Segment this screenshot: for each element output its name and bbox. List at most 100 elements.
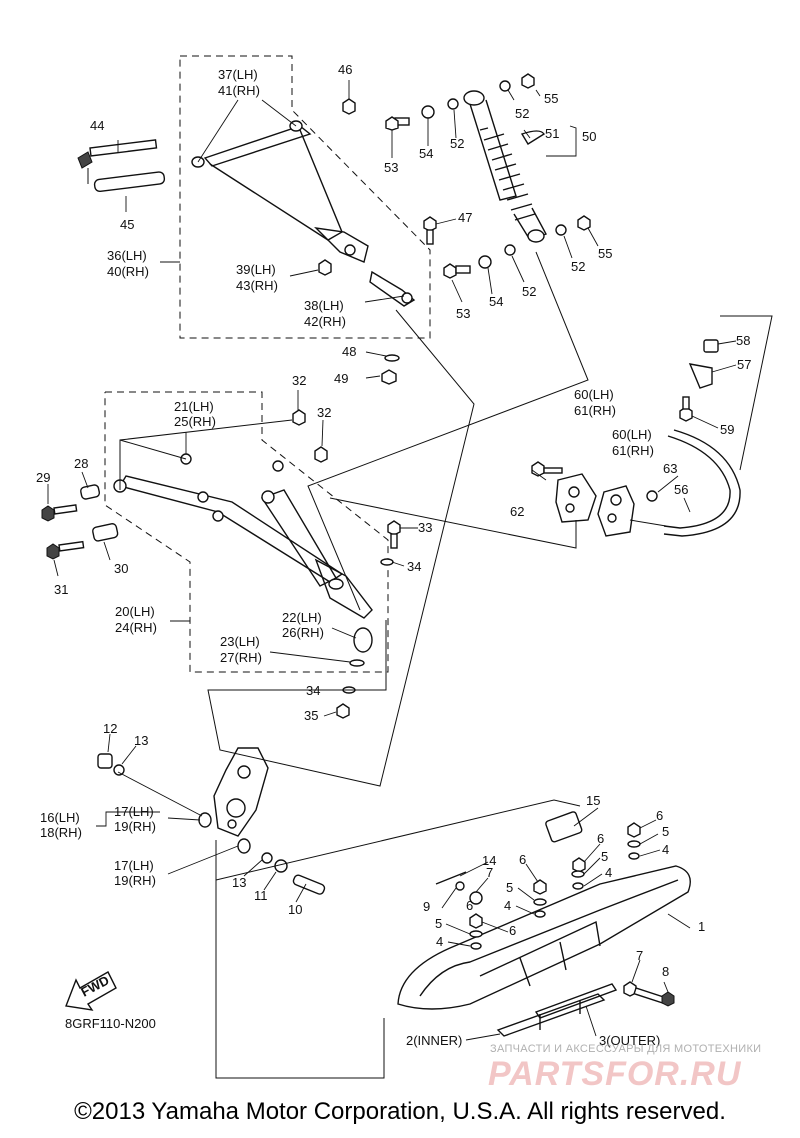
callout-53a: 53 xyxy=(384,160,398,175)
callout-29: 29 xyxy=(36,470,50,485)
callout-27: 27(RH) xyxy=(220,650,262,665)
spindle-16 xyxy=(213,747,269,837)
callout-35: 35 xyxy=(304,708,318,723)
bolt-33-washer-34 xyxy=(380,520,401,566)
callout-5d: 5 xyxy=(435,916,442,931)
callout-5a: 5 xyxy=(662,824,669,839)
callout-12: 12 xyxy=(103,721,117,736)
callout-34b: 34 xyxy=(306,683,320,698)
callout-55a: 55 xyxy=(544,91,558,106)
callout-3: 3(OUTER) xyxy=(599,1033,660,1048)
callout-32b: 32 xyxy=(317,405,331,420)
callout-21: 21(LH) xyxy=(174,399,214,414)
callout-61b: 61(RH) xyxy=(612,443,654,458)
callout-45: 45 xyxy=(120,217,134,232)
callout-28: 28 xyxy=(74,456,88,471)
callout-58: 58 xyxy=(736,333,750,348)
callout-6c: 6 xyxy=(519,852,526,867)
callout-57: 57 xyxy=(737,357,751,372)
callout-2: 2(INNER) xyxy=(406,1033,462,1048)
callout-62: 62 xyxy=(510,504,524,519)
diagram-code: 8GRF110-N200 xyxy=(65,1016,156,1031)
callout-43: 43(RH) xyxy=(236,278,278,293)
callout-8: 8 xyxy=(662,964,669,979)
callout-31: 31 xyxy=(54,582,68,597)
callout-53b: 53 xyxy=(456,306,470,321)
bolt-47 xyxy=(423,216,437,245)
shock-hardware-lower xyxy=(443,215,591,279)
callout-52c: 52 xyxy=(571,259,585,274)
callout-46: 46 xyxy=(338,62,352,77)
callout-5c: 5 xyxy=(506,880,513,895)
bolts-29-31 xyxy=(41,504,85,560)
callout-6d: 6 xyxy=(466,898,473,913)
callout-22: 22(LH) xyxy=(282,610,322,625)
callout-6a: 6 xyxy=(656,808,663,823)
callout-1: 1 xyxy=(698,919,705,934)
washer-48-nut-49 xyxy=(381,354,400,385)
callout-55b: 55 xyxy=(598,246,612,261)
brackets-60-61 xyxy=(531,461,658,537)
callout-4a: 4 xyxy=(662,842,669,857)
ski-hardware xyxy=(435,822,675,1007)
leader-lines xyxy=(47,80,737,1041)
callout-17a: 17(LH) xyxy=(114,804,154,819)
callout-49: 49 xyxy=(334,371,348,386)
ski-assembly xyxy=(397,811,691,1037)
upper-a-arm xyxy=(191,120,369,263)
collar-45 xyxy=(93,171,166,193)
callout-40: 40(RH) xyxy=(107,264,149,279)
callout-11: 11 xyxy=(254,888,268,903)
upper-arm-group-frame xyxy=(179,55,431,339)
ball-joint-22 xyxy=(336,627,373,719)
callout-26: 26(RH) xyxy=(282,625,324,640)
watermark-logo: PARTSFOR.RU xyxy=(488,1055,742,1093)
callout-13b: 13 xyxy=(232,875,246,890)
callout-52a: 52 xyxy=(515,106,529,121)
nut-46 xyxy=(342,98,356,115)
callout-50: 50 xyxy=(582,129,596,144)
callout-60b: 60(LH) xyxy=(612,427,652,442)
callout-30: 30 xyxy=(114,561,128,576)
callout-4d: 4 xyxy=(504,898,511,913)
callout-9: 9 xyxy=(423,899,430,914)
nuts-32 xyxy=(292,409,328,463)
callout-7a: 7 xyxy=(486,865,493,880)
callout-10: 10 xyxy=(288,902,302,917)
callout-60a: 60(LH) xyxy=(574,387,614,402)
callout-36: 36(LH) xyxy=(107,248,147,263)
bolt-44 xyxy=(77,139,158,169)
callout-labels: 1 2(INNER) 3(OUTER) 4 4 4 4 5 5 5 5 6 6 … xyxy=(36,62,751,1048)
callout-7b: 7 xyxy=(636,948,643,963)
lower-arm-group-frame xyxy=(104,391,389,673)
callout-18: 18(RH) xyxy=(40,825,82,840)
callout-56: 56 xyxy=(674,482,688,497)
callout-41: 41(RH) xyxy=(218,83,260,98)
callout-19b: 19(RH) xyxy=(114,873,156,888)
callout-44: 44 xyxy=(90,118,104,133)
callout-23: 23(LH) xyxy=(220,634,260,649)
bushings-28-30 xyxy=(80,484,119,542)
callout-37: 37(LH) xyxy=(218,67,258,82)
callout-54b: 54 xyxy=(489,294,503,309)
callout-25: 25(RH) xyxy=(174,414,216,429)
callout-59: 59 xyxy=(720,422,734,437)
callout-19a: 19(RH) xyxy=(114,819,156,834)
callout-16: 16(LH) xyxy=(40,810,80,825)
callout-4b: 4 xyxy=(605,865,612,880)
callout-33: 33 xyxy=(418,520,432,535)
callout-51: 51 xyxy=(545,126,559,141)
connection-lines xyxy=(87,168,773,1079)
callout-13a: 13 xyxy=(134,733,148,748)
bushings-12-13-17 xyxy=(97,753,326,895)
callout-48: 48 xyxy=(342,344,356,359)
callout-4c: 4 xyxy=(436,934,443,949)
watermark-tagline: ЗАПЧАСТИ И АКСЕССУАРЫ ДЛЯ МОТОТЕХНИКИ xyxy=(490,1043,762,1055)
callout-14: 14 xyxy=(482,853,496,868)
callout-47: 47 xyxy=(458,210,472,225)
callout-52d: 52 xyxy=(522,284,536,299)
clamp-57-58-59 xyxy=(679,339,719,422)
callout-24: 24(RH) xyxy=(115,620,157,635)
callout-34a: 34 xyxy=(407,559,421,574)
